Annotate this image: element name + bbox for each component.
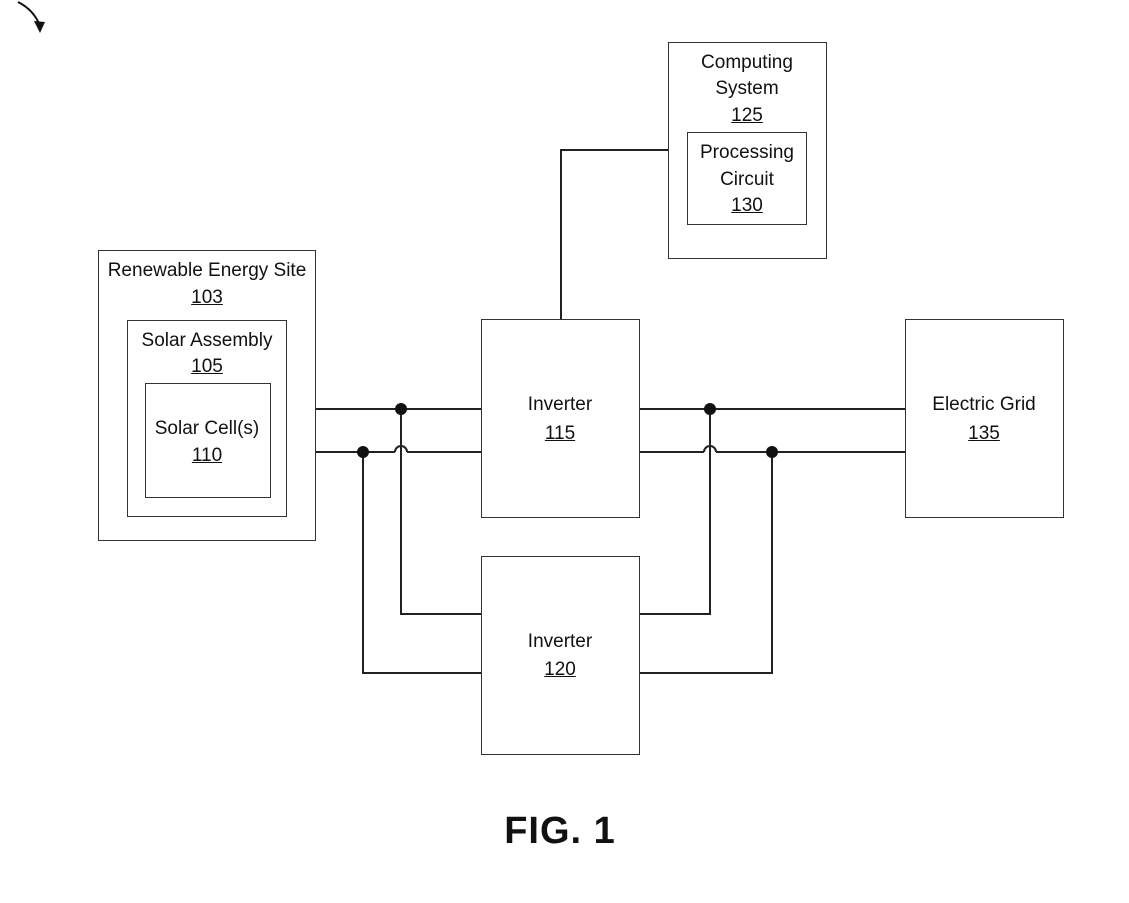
wire-inverter-to-computing-system [561,150,669,320]
wire-positive-to-inverter-120 [401,409,482,614]
solar-assembly-label: Solar Assembly [142,331,273,350]
inverter-115-box [481,319,640,518]
solar-cells-ref: 110 [192,446,222,465]
processing-circuit-label-line1: Processing [700,143,794,162]
inverter-120-ref: 120 [544,660,576,679]
junction-dot [395,403,407,415]
renewable-energy-site-label: Renewable Energy Site [108,261,307,280]
inverter-120-box [481,556,640,755]
electric-grid-box [905,319,1064,518]
computing-system-label-line1: Computing [701,53,793,72]
junction-dot [704,403,716,415]
computing-system-label-line2: System [715,79,778,98]
renewable-energy-site-ref: 103 [191,288,223,307]
figure-corner-arrowhead [34,21,45,33]
wire-negative-to-inverter-120 [363,452,482,673]
processing-circuit-ref: 130 [731,196,763,215]
inverter-120-label: Inverter [528,632,592,651]
electric-grid-ref: 135 [968,424,1000,443]
junction-dot [357,446,369,458]
figure-label: FIG. 1 [504,812,616,850]
junction-dot [766,446,778,458]
wire-inverter-120-ac-line2 [639,452,772,673]
solar-assembly-ref: 105 [191,357,223,376]
inverter-115-ref: 115 [545,424,575,443]
electric-grid-label: Electric Grid [932,395,1035,414]
processing-circuit-label-line2: Circuit [720,170,774,189]
inverter-115-label: Inverter [528,395,592,414]
solar-cells-label: Solar Cell(s) [155,419,260,438]
wire-inverter-120-ac-line1 [639,409,710,614]
computing-system-ref: 125 [731,106,763,125]
solar-cells-box [145,383,271,498]
